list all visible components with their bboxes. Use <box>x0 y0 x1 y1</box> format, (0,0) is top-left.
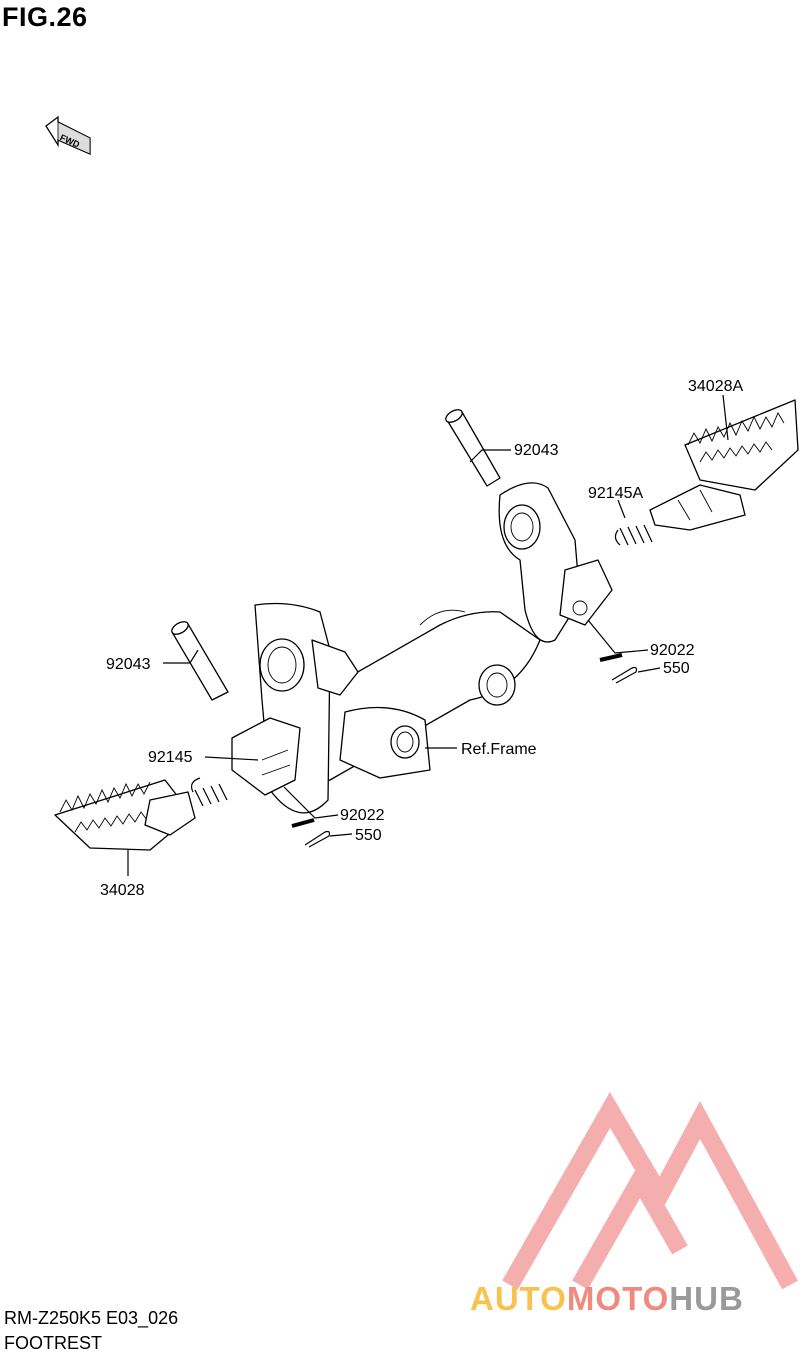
spring-right <box>614 524 653 546</box>
leader-cotter-right <box>637 667 661 673</box>
watermark-moto: MOTO <box>567 1280 669 1317</box>
washer-right <box>599 653 623 662</box>
callout-92145: 92145 <box>148 749 193 766</box>
pin-right <box>445 409 501 487</box>
leader-pin-right <box>469 449 511 463</box>
pin-left <box>171 621 229 701</box>
callout-34028a: 34028A <box>688 378 743 395</box>
callout-92043-right: 92043 <box>514 442 559 459</box>
watermark-hub: HUB <box>669 1280 744 1317</box>
leader-washer-right <box>587 619 649 654</box>
watermark-text: AUTOMOTOHUB <box>470 1280 744 1317</box>
leader-cotter-left <box>329 833 353 837</box>
section-name: FOOTREST <box>4 1333 102 1353</box>
callout-92145a: 92145A <box>588 485 643 502</box>
washer-left <box>291 818 315 828</box>
callout-92043-left: 92043 <box>106 656 151 673</box>
callout-34028: 34028 <box>100 882 145 899</box>
watermark-triangle-icon <box>502 1092 798 1290</box>
leader-pin-left <box>163 649 199 664</box>
footrest-right <box>649 399 799 531</box>
leader-spring-left <box>204 756 259 761</box>
footrest-left <box>54 779 196 851</box>
fwd-arrow-icon: FWD <box>45 115 91 155</box>
leader-footrest-right <box>722 394 729 441</box>
leader-spring-right <box>617 499 626 519</box>
frame-ref <box>231 482 613 814</box>
model-code: RM-Z250K5 E03_026 <box>4 1308 179 1328</box>
leader-washer-left <box>283 786 339 819</box>
watermark-auto: AUTO <box>470 1280 567 1317</box>
callout-92022-left: 92022 <box>340 807 385 824</box>
callout-ref-frame: Ref.Frame <box>461 741 537 758</box>
cotter-left <box>304 830 331 848</box>
spring-left <box>190 777 228 807</box>
callout-92022-right: 92022 <box>650 642 695 659</box>
callout-550-right: 550 <box>663 660 690 677</box>
figure-title: FIG.26 <box>2 2 88 32</box>
callout-550-left: 550 <box>355 827 382 844</box>
cotter-right <box>611 666 638 684</box>
